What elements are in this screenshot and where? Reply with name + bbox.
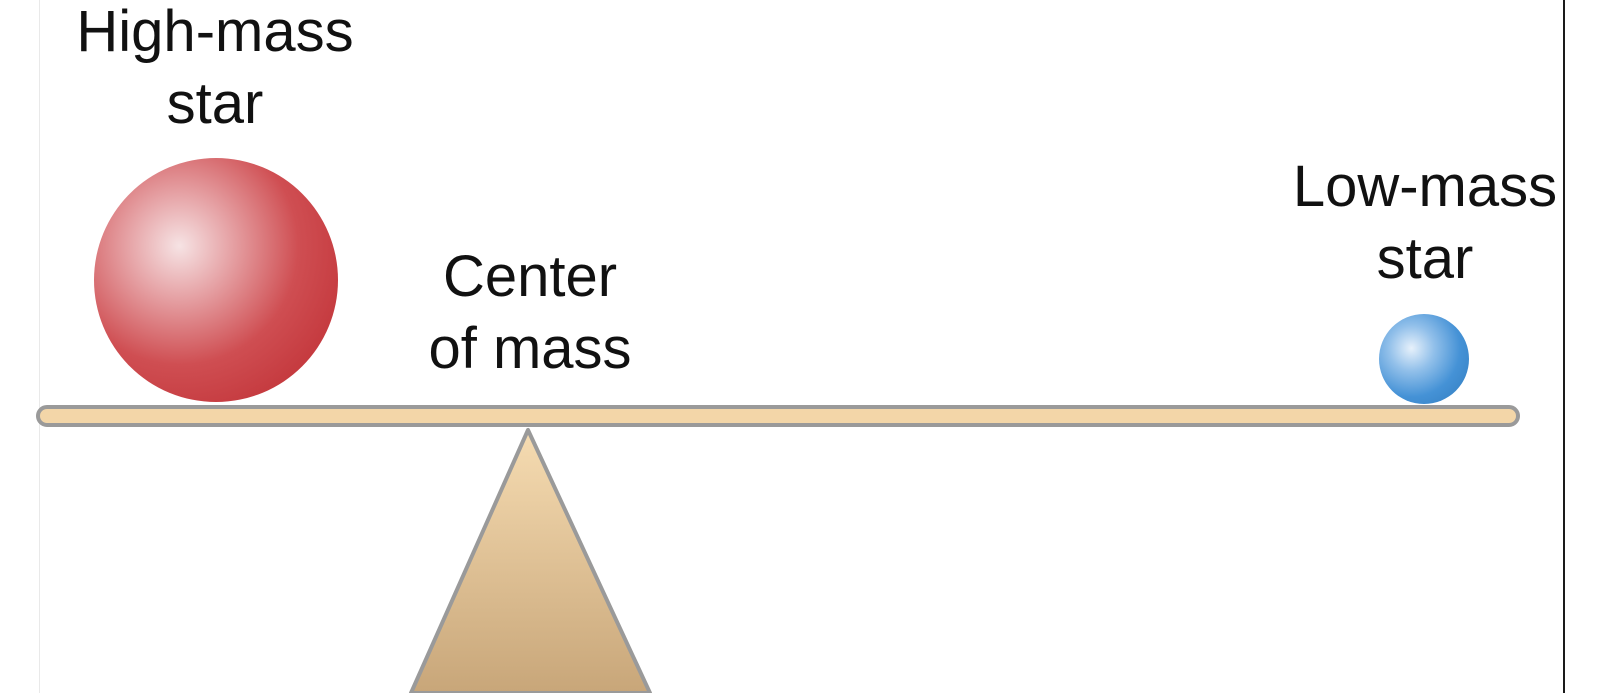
- seesaw-beam: [36, 405, 1520, 427]
- low-mass-star: [1379, 314, 1469, 404]
- fulcrum-triangle: [409, 428, 652, 693]
- right-border-line: [1563, 0, 1565, 693]
- center-of-mass-label: Center of mass: [370, 241, 690, 385]
- center-label-line-2: of mass: [428, 316, 632, 381]
- high-mass-label-line-1: High-mass: [76, 0, 354, 64]
- low-mass-label-line-2: star: [1376, 226, 1474, 291]
- low-mass-star-label: Low-mass star: [1275, 151, 1575, 295]
- left-edge-line: [39, 0, 40, 693]
- high-mass-label-line-2: star: [166, 71, 264, 136]
- high-mass-star-label: High-mass star: [40, 0, 390, 140]
- high-mass-star: [94, 158, 338, 402]
- center-label-line-1: Center: [442, 244, 618, 309]
- low-mass-label-line-1: Low-mass: [1292, 154, 1558, 219]
